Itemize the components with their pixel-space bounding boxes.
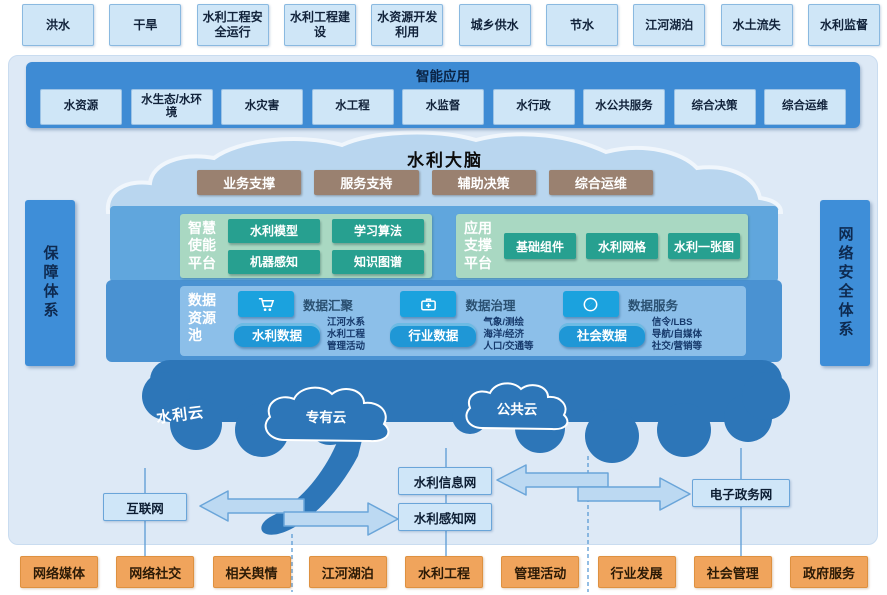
internet-box: 互联网 [103,493,187,521]
support-box: 综合运维 [548,170,653,195]
data-function-label: 数据服务 [627,298,678,313]
data-source-detail: 江河水系 水利工程 管理活动 [327,317,366,352]
challenge-box: 江河湖泊 [633,4,706,46]
smart-apps-row: 水资源 水生态/水环境 水灾害 水工程 水监督 水行政 水公共服务 综合决策 综… [26,85,860,125]
data-source-row: 水利数据 江河水系 水利工程 管理活动 行业数据 气象/测绘 海洋/经济 人口/… [224,317,738,353]
app-platform-label: 应用支撑平台 [464,219,492,271]
challenge-box: 洪水 [22,4,94,46]
data-function: 数据治理 [400,291,516,317]
app-box: 水监督 [402,89,484,125]
component-box: 水利网格 [586,233,658,259]
data-function-row: 数据汇聚 数据治理 [224,291,738,317]
data-source: 行业数据 气象/测绘 海洋/经济 人口/交通等 [390,317,534,353]
app-box: 水工程 [311,89,394,125]
challenge-box: 干旱 [109,4,182,46]
compass-icon [562,291,619,317]
pillar-network-security: 网络安全体系 [820,200,870,366]
support-box: 业务支撑 [197,170,302,195]
challenge-box: 城乡供水 [458,4,531,46]
source-box: 社会管理 [693,556,772,588]
data-source-detail: 信令/LBS 导航/自媒体 社交/营销等 [651,317,702,352]
source-box: 相关舆情 [212,556,291,588]
data-source-detail: 气象/测绘 海洋/经济 人口/交通等 [483,317,534,352]
data-function: 数据汇聚 [238,291,353,317]
pillar-label: 网络安全体系 [836,226,854,340]
app-platform-row: 基础组件 水利网格 水利一张图 [504,233,740,259]
challenge-box: 水利工程安全运行 [196,4,269,46]
app-box: 水灾害 [221,89,303,125]
capability-box: 知识图谱 [332,249,424,274]
enable-platform-panel: 智慧使能平台 水利模型 学习算法 机器感知 知识图谱 [180,214,432,278]
challenge-box: 节水 [545,4,618,46]
source-box: 网络社交 [116,556,195,588]
data-function: 数据服务 [562,291,678,317]
capability-box: 机器感知 [228,249,320,274]
smart-apps-panel: 智能应用 水资源 水生态/水环境 水灾害 水工程 水监督 水行政 水公共服务 综… [26,62,860,128]
data-function-label: 数据汇聚 [303,298,354,313]
app-box: 综合决策 [673,89,756,125]
smart-apps-title: 智能应用 [416,69,470,84]
cart-icon [238,291,294,317]
data-source: 社会数据 信令/LBS 导航/自媒体 社交/营销等 [558,317,702,353]
source-box: 网络媒体 [20,556,98,588]
app-box: 水资源 [40,89,122,125]
medkit-icon [400,291,457,317]
database-cylinder: 行业数据 [390,322,477,347]
support-row: 业务支撑 服务支持 辅助决策 综合运维 [197,170,653,195]
support-box: 服务支持 [314,170,419,195]
brain-title: 水利大脑 [407,151,483,170]
source-box: 江河湖泊 [308,556,387,588]
component-box: 水利一张图 [668,233,740,259]
challenge-row: 洪水 干旱 水利工程安全运行 水利工程建设 水资源开发利用 城乡供水 节水 江河… [22,4,880,46]
private-cloud-label: 专有云 [305,410,347,425]
egov-network-box: 电子政务网 [692,479,790,507]
source-box: 行业发展 [597,556,676,588]
enable-platform-grid: 水利模型 学习算法 机器感知 知识图谱 [228,218,424,274]
component-box: 基础组件 [504,233,576,259]
data-pool-panel: 数据资源池 数据汇聚 [180,286,746,356]
enable-platform-label: 智慧使能平台 [188,219,216,271]
database-cylinder: 社会数据 [558,322,645,347]
capability-box: 学习算法 [332,218,424,243]
source-box: 管理活动 [501,556,580,588]
data-pool-label: 数据资源池 [188,292,216,343]
data-source: 水利数据 江河水系 水利工程 管理活动 [234,317,365,353]
capability-box: 水利模型 [228,218,320,243]
pillar-guarantee-system: 保障体系 [25,200,75,366]
app-platform-panel: 应用支撑平台 基础组件 水利网格 水利一张图 [456,214,748,278]
app-box: 水公共服务 [583,89,665,125]
app-box: 水行政 [492,89,575,125]
app-box: 水生态/水环境 [130,89,213,125]
source-box: 政府服务 [790,556,868,588]
bottom-source-row: 网络媒体 网络社交 相关舆情 江河湖泊 水利工程 管理活动 行业发展 社会管理 … [20,556,868,588]
app-box: 综合运维 [764,89,846,125]
challenge-box: 水土流失 [720,4,793,46]
source-box: 水利工程 [405,556,483,588]
pillar-label: 保障体系 [41,245,59,321]
challenge-box: 水资源开发利用 [371,4,444,46]
water-info-network-box: 水利信息网 [398,467,492,495]
water-sensing-network-box: 水利感知网 [398,503,492,531]
challenge-box: 水利监督 [807,4,880,46]
data-pool-main: 数据汇聚 数据治理 [224,290,738,352]
public-cloud-label: 公共云 [496,402,538,417]
data-function-label: 数据治理 [465,298,516,313]
database-cylinder: 水利数据 [234,322,320,347]
challenge-box: 水利工程建设 [283,4,356,46]
support-box: 辅助决策 [431,170,536,195]
